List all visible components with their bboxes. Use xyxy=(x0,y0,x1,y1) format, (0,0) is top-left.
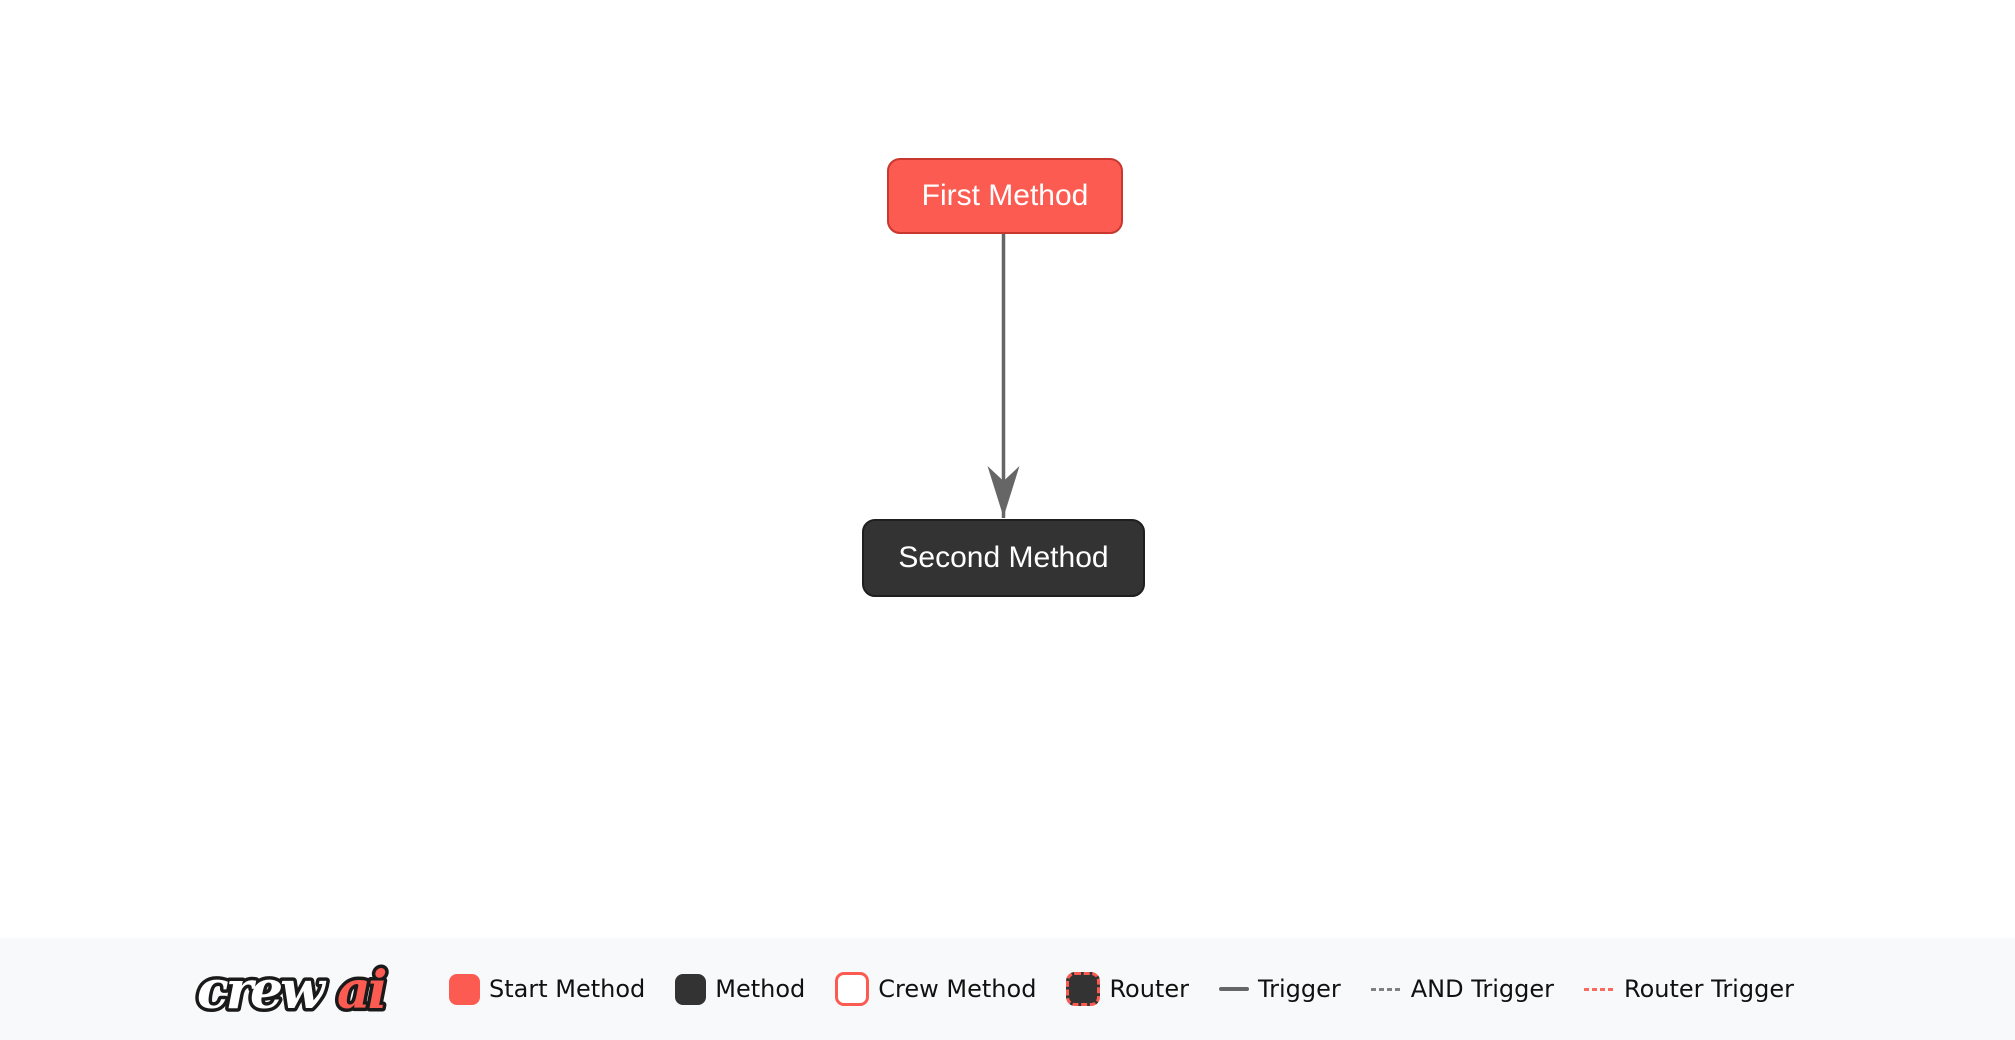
legend-item-start-method: Start Method xyxy=(449,973,646,1005)
flow-node-label: Second Method xyxy=(898,541,1109,574)
flow-canvas[interactable]: First Method Second Method xyxy=(0,0,2015,938)
legend-item-router: Router xyxy=(1066,972,1189,1006)
legend-item-crew-method: Crew Method xyxy=(835,972,1036,1006)
trigger-line-icon xyxy=(1218,987,1249,991)
legend-label: AND Trigger xyxy=(1410,975,1555,1003)
legend-item-method: Method xyxy=(675,973,806,1005)
start-method-swatch-icon xyxy=(449,973,480,1005)
crewai-logo: crew ai xyxy=(194,957,393,1025)
legend-label: Router Trigger xyxy=(1624,975,1794,1003)
edge-first-to-second[interactable] xyxy=(987,234,1020,518)
legend-item-router-trigger: Router Trigger xyxy=(1584,975,1794,1003)
edges-layer xyxy=(987,234,1020,518)
flow-node-label: First Method xyxy=(921,179,1089,212)
legend-label: Router xyxy=(1109,975,1189,1003)
legend-label: Crew Method xyxy=(878,975,1037,1003)
legend-item-and-trigger: AND Trigger xyxy=(1370,975,1555,1003)
flow-node-first-method[interactable]: First Method xyxy=(887,158,1123,234)
legend-label: Method xyxy=(715,975,806,1003)
legend-label: Start Method xyxy=(489,975,646,1003)
router-swatch-icon xyxy=(1066,972,1101,1006)
and-trigger-line-icon xyxy=(1370,987,1402,991)
legend-items: Start Method Method Crew Method Router T… xyxy=(449,972,1794,1006)
flow-node-second-method[interactable]: Second Method xyxy=(862,519,1145,597)
crewai-logo-text: crew ai xyxy=(197,960,386,1021)
legend-label: Trigger xyxy=(1257,975,1341,1003)
router-trigger-line-icon xyxy=(1584,987,1616,991)
method-swatch-icon xyxy=(675,973,707,1005)
edge-arrowhead-icon xyxy=(987,466,1020,517)
crew-method-swatch-icon xyxy=(835,972,870,1006)
legend-bar: crew ai Start Method Method Crew Method … xyxy=(0,938,2015,1040)
legend-item-trigger: Trigger xyxy=(1218,975,1341,1003)
